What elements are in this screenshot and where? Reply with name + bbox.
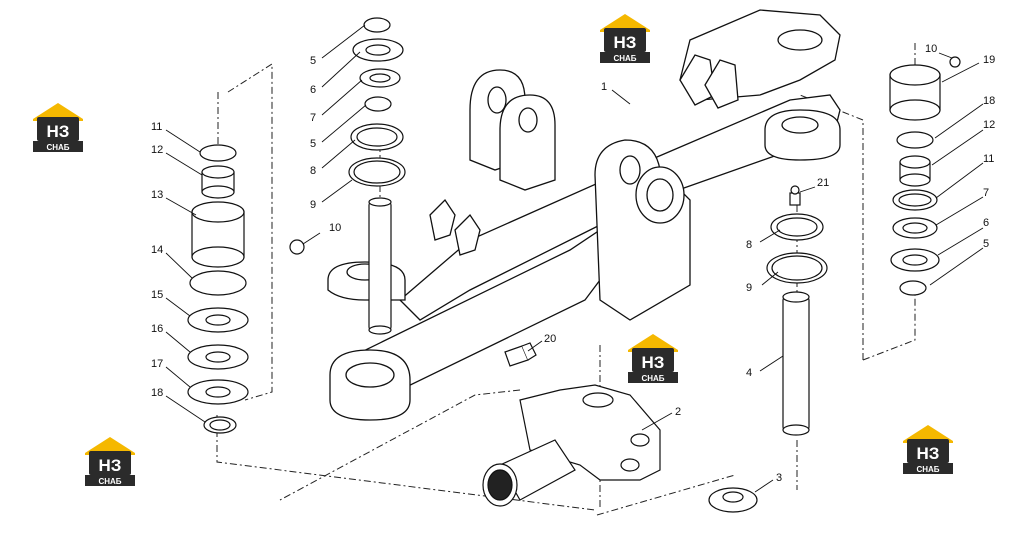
svg-text:НЗ: НЗ xyxy=(642,353,665,372)
callout-14: 14 xyxy=(151,244,163,256)
watermark-logo-top: НЗ СНАБ xyxy=(600,14,650,63)
washer-3 xyxy=(708,487,758,513)
callout-21: 21 xyxy=(817,177,829,189)
callout-7-top: 7 xyxy=(310,112,316,124)
callout-7-right: 7 xyxy=(983,187,989,199)
center-right-rings xyxy=(766,213,828,284)
callout-1: 1 xyxy=(601,81,607,93)
svg-text:НЗ: НЗ xyxy=(614,33,637,52)
watermark-logo-center: НЗ СНАБ xyxy=(628,334,678,383)
callout-8-center: 8 xyxy=(746,239,752,251)
callout-12-right: 12 xyxy=(983,119,995,131)
right-ring-stack xyxy=(889,56,961,296)
top-ring-stack xyxy=(289,17,406,255)
callout-10-left: 10 xyxy=(329,222,341,234)
callout-19: 19 xyxy=(983,54,995,66)
watermark-logo-left: НЗ СНАБ xyxy=(33,103,83,152)
callout-13: 13 xyxy=(151,189,163,201)
callout-9-center: 9 xyxy=(746,282,752,294)
callout-leaders xyxy=(165,24,984,493)
callout-12-left: 12 xyxy=(151,144,163,156)
callout-9-top: 9 xyxy=(310,199,316,211)
watermark-logo-bottom-left: НЗ СНАБ xyxy=(85,437,135,486)
callout-20: 20 xyxy=(544,333,556,345)
svg-text:НЗ: НЗ xyxy=(99,456,122,475)
callout-11-right: 11 xyxy=(983,153,994,165)
callout-8-top: 8 xyxy=(310,165,316,177)
king-pin-right xyxy=(782,291,810,436)
callout-3: 3 xyxy=(776,472,782,484)
callout-4: 4 xyxy=(746,367,752,379)
callout-5-right: 5 xyxy=(983,238,989,250)
bolt-20 xyxy=(504,342,537,367)
watermark-logo-bottom-right: НЗ СНАБ xyxy=(903,425,953,474)
steering-knuckle xyxy=(482,384,661,507)
callout-16: 16 xyxy=(151,323,163,335)
svg-text:НЗ: НЗ xyxy=(917,444,940,463)
callout-15: 15 xyxy=(151,289,163,301)
callout-17: 17 xyxy=(151,358,163,370)
svg-text:СНАБ: СНАБ xyxy=(46,143,69,152)
callout-5-top-second: 5 xyxy=(310,138,316,150)
svg-text:СНАБ: СНАБ xyxy=(613,54,636,63)
callout-6-top: 6 xyxy=(310,84,316,96)
svg-text:СНАБ: СНАБ xyxy=(98,477,121,486)
callout-10-right: 10 xyxy=(925,43,937,55)
callout-6-right: 6 xyxy=(983,217,989,229)
grease-nipple-21 xyxy=(789,185,801,206)
axle-frame xyxy=(327,9,841,421)
svg-text:НЗ: НЗ xyxy=(47,122,70,141)
callout-18-left: 18 xyxy=(151,387,163,399)
callout-labels: 5 6 7 5 8 9 10 11 12 13 14 15 16 17 18 1… xyxy=(151,43,995,484)
king-pin-left xyxy=(368,197,392,335)
callout-5-top: 5 xyxy=(310,55,316,67)
svg-text:СНАБ: СНАБ xyxy=(641,374,664,383)
callout-11-left: 11 xyxy=(151,121,162,133)
callout-2: 2 xyxy=(675,406,681,418)
left-ring-stack xyxy=(187,144,249,434)
svg-text:СНАБ: СНАБ xyxy=(916,465,939,474)
callout-18-right: 18 xyxy=(983,95,995,107)
